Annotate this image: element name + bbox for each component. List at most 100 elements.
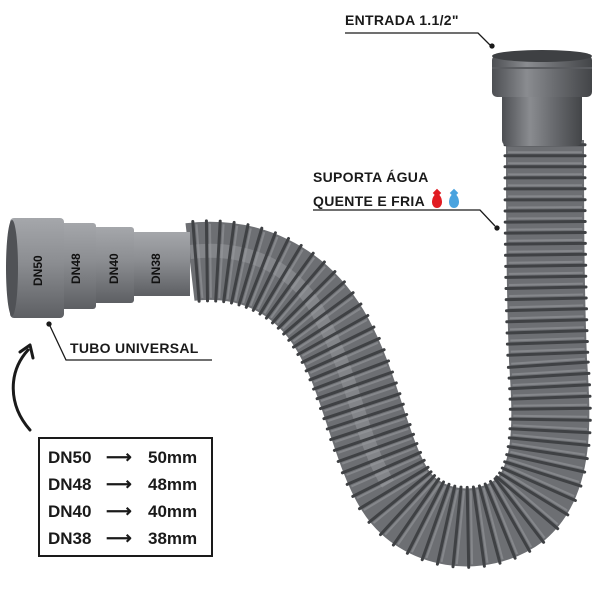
hose-rib-highlight bbox=[498, 478, 546, 539]
hose-rib bbox=[506, 350, 590, 357]
hose-rib bbox=[271, 260, 326, 325]
hose-rib-highlight bbox=[218, 224, 225, 299]
hose-rib bbox=[345, 450, 422, 486]
hose-rib-highlight bbox=[301, 319, 368, 357]
hose-rib-highlight bbox=[249, 236, 279, 307]
hose-rib bbox=[505, 329, 589, 335]
hose-rib bbox=[504, 285, 588, 290]
adapter-step-dn50 bbox=[10, 218, 64, 318]
hose-rib bbox=[505, 307, 588, 313]
temperature-line-1: SUPORTA ÁGUA bbox=[313, 169, 429, 185]
suporta-leader bbox=[313, 209, 496, 227]
hose-rib-highlight bbox=[510, 450, 583, 470]
suporta-leader-dot bbox=[494, 225, 500, 231]
size-mm: 48mm bbox=[148, 475, 198, 494]
hose-rib-highlight bbox=[508, 228, 583, 231]
long-arrow-right-icon: ⟶ bbox=[106, 447, 132, 467]
hose-rib bbox=[483, 482, 517, 560]
size-dn: DN38 bbox=[48, 529, 92, 548]
hose-rib-highlight bbox=[337, 427, 409, 454]
hose-rib-highlight bbox=[508, 458, 580, 483]
hose-rib bbox=[451, 485, 463, 569]
hose-rib bbox=[379, 474, 436, 537]
hose-rib bbox=[504, 252, 587, 257]
hose-rib-highlight bbox=[508, 282, 583, 286]
tubo-leader-dot bbox=[46, 321, 52, 327]
hose-rib-highlight bbox=[397, 482, 441, 546]
hose-rib bbox=[230, 223, 250, 305]
hose-rib-highlight bbox=[195, 224, 204, 299]
hose-rib bbox=[304, 336, 381, 373]
size-dn: DN50 bbox=[48, 448, 92, 467]
hose-rib-highlight bbox=[508, 238, 583, 242]
hose-rib bbox=[503, 231, 587, 235]
hose-rib bbox=[308, 348, 386, 382]
hose-rib-highlight bbox=[508, 249, 583, 253]
size-dn: DN48 bbox=[48, 475, 92, 494]
hose-rib bbox=[351, 458, 426, 498]
hose-rib bbox=[504, 296, 588, 302]
corrugated-hose bbox=[185, 139, 592, 569]
hose-rib-highlight bbox=[509, 293, 584, 297]
hose-rib bbox=[204, 219, 209, 303]
hose-rib bbox=[312, 359, 390, 391]
hose-rib-highlight bbox=[511, 357, 586, 365]
hose-rib-highlight bbox=[510, 347, 585, 353]
size-row-dn48: DN48 ⟶ 48mm bbox=[48, 474, 197, 495]
hose-rib bbox=[495, 475, 560, 531]
hose-rib-highlight bbox=[324, 386, 395, 412]
stepped-adapter: DN50 DN48 DN40 DN38 bbox=[6, 218, 190, 318]
hose-rib-highlight bbox=[440, 489, 459, 563]
hose-rib bbox=[508, 383, 591, 391]
size-mm: 50mm bbox=[148, 448, 198, 467]
hose-rib-highlight bbox=[209, 223, 212, 298]
hose-rib bbox=[287, 291, 355, 342]
inlet-size-label: ENTRADA 1.1/2" bbox=[345, 12, 459, 28]
hose-rib-highlight bbox=[511, 442, 586, 456]
hose-rib bbox=[329, 413, 409, 442]
hose-rib-highlight bbox=[509, 304, 584, 309]
hose-rib bbox=[237, 226, 264, 307]
hose-rib-highlight bbox=[482, 487, 504, 560]
hose-rib-highlight bbox=[292, 296, 354, 343]
hose-rib-highlight bbox=[425, 487, 453, 559]
hose-rib-highlight bbox=[513, 414, 588, 418]
hose-rib-highlight bbox=[510, 337, 585, 342]
hose-rib bbox=[340, 442, 419, 475]
hose-rib bbox=[258, 243, 303, 316]
hose-rib-highlight bbox=[287, 285, 346, 336]
hose-rib bbox=[296, 314, 370, 356]
adapter-label-dn48: DN48 bbox=[69, 253, 83, 284]
adapter-step-dn38 bbox=[130, 232, 190, 296]
hose-rib bbox=[504, 274, 588, 279]
hose-rib-highlight bbox=[511, 369, 586, 376]
hose-rib bbox=[503, 220, 587, 224]
hose-rib-highlight bbox=[263, 249, 304, 314]
tubo-leader bbox=[49, 325, 212, 361]
hose-rib-highlight bbox=[384, 479, 436, 536]
hose-rib-highlight bbox=[309, 341, 379, 374]
hose-rib-highlight bbox=[509, 326, 584, 331]
hose-rib-highlight bbox=[500, 475, 559, 525]
hose-rib-highlight bbox=[508, 271, 583, 275]
hose-rib bbox=[507, 436, 591, 447]
hose-rib-highlight bbox=[508, 260, 583, 264]
hose-rib bbox=[504, 263, 588, 268]
hose-rib bbox=[251, 237, 290, 312]
hose-rib-highlight bbox=[506, 465, 575, 498]
hose-rib bbox=[315, 370, 394, 401]
adapter-label-dn50: DN50 bbox=[31, 255, 45, 286]
hose-rib-highlight bbox=[512, 380, 587, 386]
hose-rib bbox=[191, 220, 201, 303]
entrada-leader-dot bbox=[489, 43, 495, 49]
hose-rib bbox=[507, 371, 591, 380]
size-row-dn38: DN38⟶38mm bbox=[48, 528, 197, 549]
long-arrow-right-icon: ⟶ bbox=[106, 474, 132, 494]
hose-rib-highlight bbox=[503, 470, 568, 512]
entrada-leader bbox=[345, 32, 491, 46]
hose-rib bbox=[214, 219, 222, 303]
hose-rib-highlight bbox=[512, 433, 587, 443]
universal-tube-label: TUBO UNIVERSAL bbox=[70, 340, 199, 356]
hose-rib-highlight bbox=[469, 490, 474, 565]
